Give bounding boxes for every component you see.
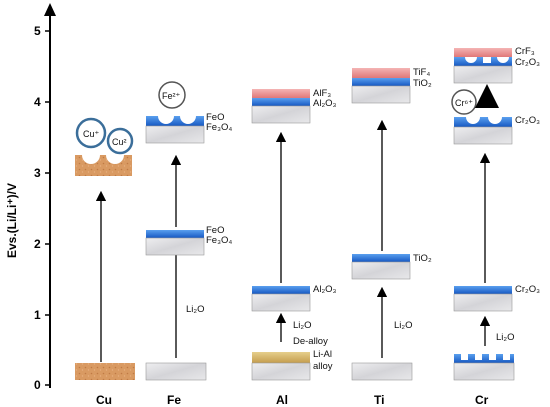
cr-6plus-label: Cr⁶⁺ bbox=[455, 98, 473, 108]
cr-top-fluoride bbox=[454, 48, 512, 57]
cr-bottom-oxide bbox=[454, 354, 514, 363]
y-ticks bbox=[45, 30, 50, 386]
al-bottom-metal bbox=[251, 362, 311, 381]
ti-top-tif4-label: TiF₄ bbox=[413, 67, 430, 78]
y-tick-label-4: 4 bbox=[34, 95, 41, 109]
cu-2plus-label: Cu² bbox=[112, 137, 127, 147]
ti-top-metal bbox=[351, 85, 411, 104]
category-fe: Fe bbox=[167, 393, 181, 407]
al-mid-metal bbox=[251, 293, 311, 312]
fe-mid-feo-label: FeO bbox=[206, 225, 224, 236]
fe-2plus-label: Fe²⁺ bbox=[162, 91, 181, 101]
al-li2o-label: Li₂O bbox=[293, 320, 311, 331]
cr-upper-oxide bbox=[454, 117, 512, 127]
cu-top-block bbox=[75, 155, 132, 176]
ti-top-oxide bbox=[352, 78, 410, 86]
ti-mid-oxide bbox=[352, 254, 410, 262]
fe-li2o-label: Li₂O bbox=[186, 304, 204, 315]
ti-mid-tio2-label: TiO₂ bbox=[413, 253, 432, 264]
cr-top-oxide bbox=[454, 57, 512, 66]
al-top-al2o3-label: Al₂O₃ bbox=[313, 98, 337, 109]
category-ti: Ti bbox=[374, 393, 384, 407]
column-cu: Cu⁺ Cu² bbox=[75, 117, 135, 380]
category-cr: Cr bbox=[475, 393, 489, 407]
al-mid-oxide bbox=[252, 286, 310, 294]
cu-plus-ion: Cu⁺ bbox=[75, 117, 107, 149]
cr-li2o-label: Li₂O bbox=[496, 332, 514, 343]
cr-mid-metal bbox=[453, 293, 513, 312]
cu-bottom-block bbox=[75, 363, 135, 380]
category-al: Al bbox=[276, 393, 288, 407]
fe-2plus-ion: Fe²⁺ bbox=[158, 81, 186, 109]
al-lial-label: Li-Al bbox=[313, 349, 332, 360]
y-tick-label-2: 2 bbox=[34, 237, 41, 251]
al-mid-al2o3-label: Al₂O₃ bbox=[313, 284, 337, 295]
ti-li2o-label: Li₂O bbox=[394, 320, 412, 331]
cu-plus-label: Cu⁺ bbox=[83, 129, 100, 139]
x-categories: Cu Fe Al Ti Cr bbox=[96, 393, 489, 407]
al-top-fluoride bbox=[252, 89, 310, 98]
cr-mid-oxide bbox=[454, 286, 512, 294]
cr-top-cr2o3-label: Cr₂O₃ bbox=[515, 57, 540, 68]
cu-2plus-ion: Cu² bbox=[106, 127, 134, 155]
y-tick-label-0: 0 bbox=[34, 378, 41, 392]
y-tick-label-3: 3 bbox=[34, 166, 41, 180]
fe-mid-fe3o4-label: Fe₃O₄ bbox=[206, 235, 232, 246]
column-al: Li-Al alloy De-alloy Li₂O Al₂O₃ AlF₃ Al₂… bbox=[251, 88, 337, 381]
cr-top-crf3-label: CrF₃ bbox=[515, 46, 535, 57]
column-cr: Li₂O Cr₂O₃ Cr₂O₃ Cr⁶⁺ CrF₃ Cr₂O₃ bbox=[451, 46, 540, 381]
cr-upper-cr2o3-label: Cr₂O₃ bbox=[515, 115, 540, 126]
cr-upper-metal bbox=[453, 126, 513, 145]
fe-top-feo-label: FeO bbox=[206, 112, 224, 123]
column-ti: Li₂O TiO₂ TiF₄ TiO₂ bbox=[351, 67, 432, 381]
y-tick-label-1: 1 bbox=[34, 308, 41, 322]
fe-mid-metal bbox=[145, 237, 205, 256]
ti-top-tio2-label: TiO₂ bbox=[413, 78, 432, 89]
ti-bottom-metal bbox=[351, 362, 413, 381]
fe-top-fe3o4-label: Fe₃O₄ bbox=[206, 122, 232, 133]
al-top-metal bbox=[251, 105, 311, 124]
cr-mid-cr2o3-label: Cr₂O₃ bbox=[515, 284, 540, 295]
y-axis-title: Evs.(Li/Li⁺)/V bbox=[5, 183, 19, 258]
al-lial-layer bbox=[252, 352, 310, 363]
ti-top-fluoride bbox=[352, 68, 410, 78]
fe-top-oxide bbox=[146, 116, 204, 126]
y-tick-label-5: 5 bbox=[34, 24, 41, 38]
fe-bottom-metal bbox=[145, 362, 207, 381]
al-top-alf3-label: AlF₃ bbox=[313, 88, 331, 99]
y-axis: 0 1 2 3 4 5 Evs.(Li/Li⁺)/V bbox=[5, 3, 56, 392]
ti-mid-metal bbox=[351, 261, 411, 280]
al-alloy-label: alloy bbox=[313, 361, 333, 372]
fe-mid-oxide bbox=[146, 230, 204, 238]
cr-bottom-metal bbox=[453, 362, 515, 381]
al-dealloy-label: De-alloy bbox=[293, 336, 328, 347]
category-cu: Cu bbox=[96, 393, 112, 407]
column-fe: Li₂O FeO Fe₃O₄ FeO Fe₃O₄ Fe²⁺ bbox=[145, 81, 232, 381]
cr-top-metal bbox=[453, 65, 513, 84]
cr-6plus-ion: Cr⁶⁺ bbox=[451, 89, 477, 115]
fe-top-metal bbox=[145, 125, 205, 144]
al-top-oxide bbox=[252, 98, 310, 106]
